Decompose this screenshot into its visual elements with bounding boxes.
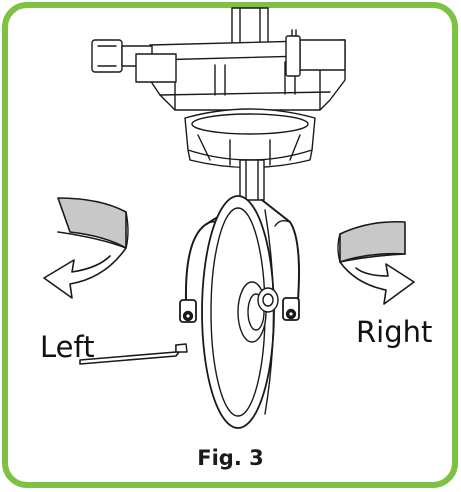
rotate-right-arrow: [337, 220, 415, 305]
rotate-left-arrow: [43, 197, 129, 299]
axle-bolt-left: [179, 299, 197, 323]
figure-frame: [2, 2, 458, 488]
strap-buckle-right: [285, 29, 346, 77]
hex-key-tool: [79, 343, 188, 365]
axle-bolt-right: [282, 297, 300, 321]
right-direction-label: Right: [356, 315, 433, 349]
left-direction-label: Left: [40, 330, 95, 364]
figure-caption: Fig. 3: [197, 446, 264, 470]
wheel-fork-stem: [239, 159, 265, 201]
bag-base-cup: [184, 108, 316, 169]
strap-buckle-left: [91, 39, 177, 83]
front-wheel: [201, 195, 279, 429]
